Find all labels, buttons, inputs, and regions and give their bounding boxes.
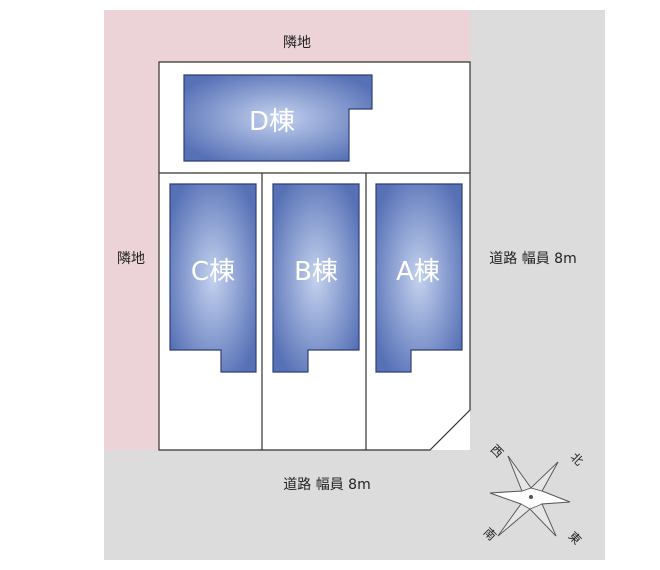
building-c-label: C棟 [191,257,235,287]
building-d-label: D棟 [249,107,295,137]
building-c[interactable] [169,183,257,373]
compass-star-shade [497,455,559,537]
building-d[interactable] [183,74,373,162]
building-a-label: A棟 [396,257,440,287]
neighbor-label-left: 隣地 [117,251,145,267]
road-label-right: 道路 幅員 8m [489,251,576,267]
road-label-bottom: 道路 幅員 8m [283,477,370,493]
building-b[interactable] [272,183,360,373]
building-b-label: B棟 [294,257,338,287]
compass-center [529,495,533,499]
neighbor-area-top [104,10,470,62]
compass: 北 東 南 西 [481,442,586,547]
building-a[interactable] [375,183,463,373]
neighbor-area-left [104,10,159,450]
neighbor-label-top: 隣地 [283,35,311,51]
